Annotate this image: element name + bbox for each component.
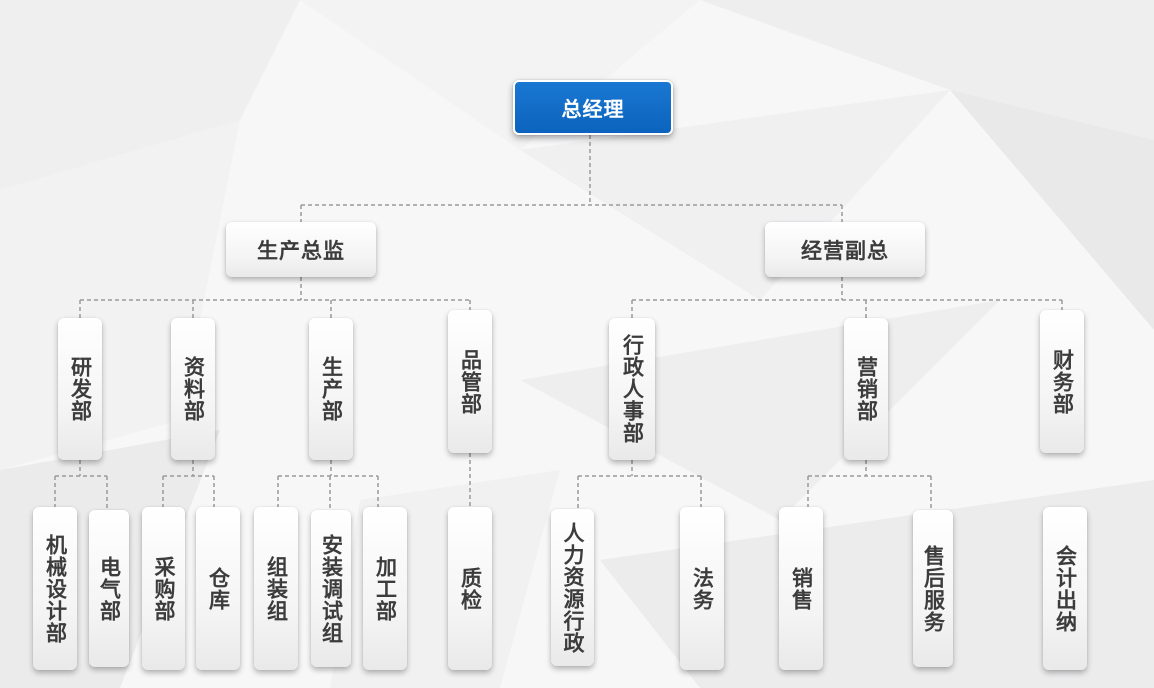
rnd-department-node[interactable]: 研发部 [58, 318, 102, 460]
quality-department-node[interactable]: 品管部 [448, 310, 492, 453]
finance-department-node[interactable]: 财务部 [1040, 310, 1084, 453]
purchasing-node[interactable]: 采购部 [142, 507, 185, 670]
mechanical-design-node[interactable]: 机械设计部 [33, 507, 77, 670]
warehouse-node[interactable]: 仓库 [196, 507, 240, 670]
production-director-node[interactable]: 生产总监 [226, 222, 376, 277]
assembly-team-node[interactable]: 组装组 [254, 507, 298, 670]
after-sales-service-node[interactable]: 售后服务 [913, 510, 953, 667]
materials-department-node[interactable]: 资料部 [171, 318, 215, 460]
marketing-department-node[interactable]: 营销部 [844, 318, 888, 460]
quality-inspection-node[interactable]: 质检 [448, 507, 492, 670]
operations-vp-node[interactable]: 经营副总 [765, 222, 925, 277]
admin-hr-department-node[interactable]: 行政人事部 [609, 318, 655, 460]
sales-node[interactable]: 销售 [779, 507, 823, 670]
machining-node[interactable]: 加工部 [363, 507, 407, 670]
install-debug-team-node[interactable]: 安装调试组 [311, 510, 351, 667]
production-department-node[interactable]: 生产部 [309, 318, 353, 460]
legal-affairs-node[interactable]: 法务 [680, 507, 724, 670]
general-manager-node[interactable]: 总经理 [513, 80, 673, 135]
hr-admin-node[interactable]: 人力资源行政 [551, 509, 594, 666]
electrical-node[interactable]: 电气部 [89, 510, 129, 667]
accounting-cashier-node[interactable]: 会计出纳 [1043, 507, 1087, 670]
